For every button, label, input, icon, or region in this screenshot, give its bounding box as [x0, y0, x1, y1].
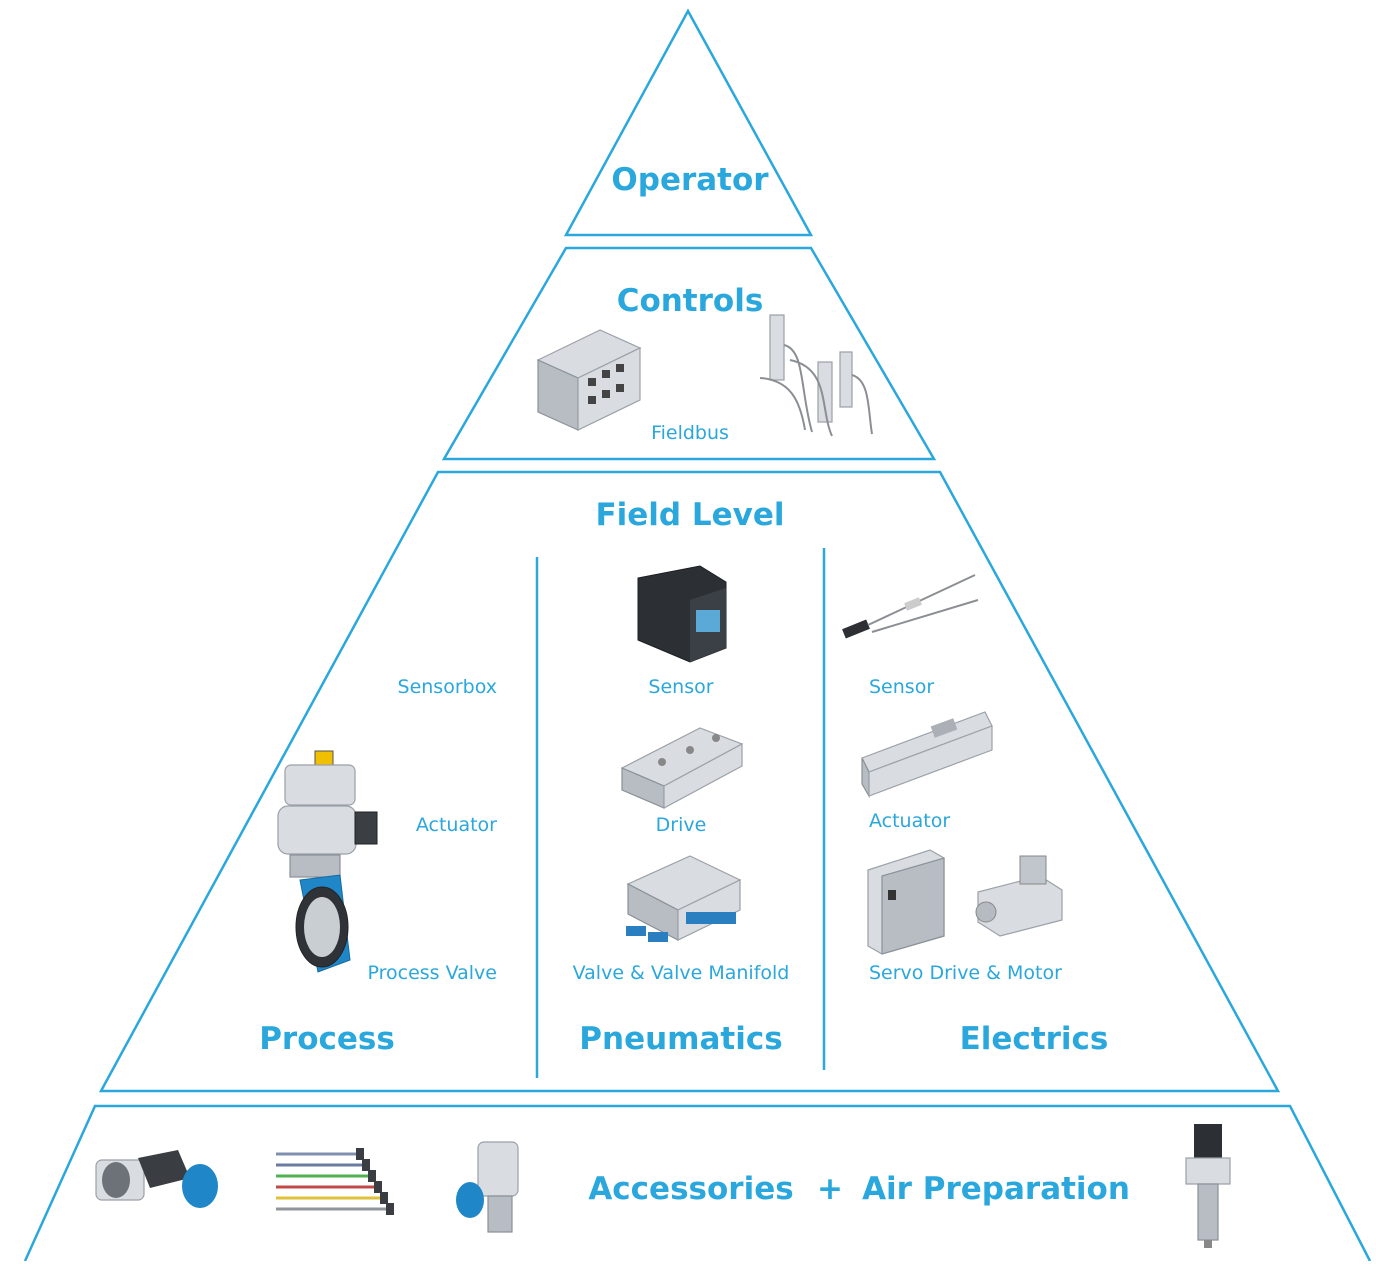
- pneumatics-valve-manifold-label: Valve & Valve Manifold: [573, 962, 790, 984]
- pneumatics-column-title: Pneumatics: [579, 1021, 782, 1057]
- electric-actuator-icon: [861, 711, 993, 799]
- process-actuator-label: Actuator: [416, 814, 497, 836]
- field-tier-outline: [98, 470, 1281, 1093]
- servo-drive-icon: [867, 849, 945, 955]
- filter-regulator-icon: [1185, 1124, 1231, 1248]
- sensor-connector-icon: [759, 314, 873, 437]
- electrics-sensor-label: Sensor: [869, 676, 934, 698]
- process-valve-label: Process Valve: [368, 962, 498, 984]
- field-level-title: Field Level: [595, 497, 784, 533]
- controls-tier-outline: [441, 246, 937, 461]
- air-preparation-title: Air Preparation: [862, 1171, 1130, 1207]
- base-tier-outline: [23, 1104, 1372, 1262]
- electrics-actuator-label: Actuator: [869, 810, 950, 832]
- operator-title: Operator: [611, 162, 769, 198]
- valve-manifold-icon: [626, 855, 742, 942]
- servo-motor-icon: [975, 855, 1063, 937]
- operator-tier-outline: [563, 8, 814, 237]
- fieldbus-label: Fieldbus: [651, 422, 729, 444]
- banjo-fitting-icon: [456, 1141, 519, 1233]
- controller-module-icon: [536, 329, 642, 431]
- process-column-title: Process: [259, 1021, 395, 1057]
- plus-sign: +: [817, 1171, 843, 1207]
- pneumatics-sensor-label: Sensor: [648, 676, 713, 698]
- electrics-column-title: Electrics: [960, 1021, 1109, 1057]
- elbow-fitting-icon: [95, 1150, 218, 1208]
- pressure-sensor-icon: [637, 565, 727, 663]
- controls-title: Controls: [617, 283, 764, 319]
- pneumatic-drive-icon: [620, 727, 744, 810]
- process-valve-actuator-icon: [277, 750, 378, 973]
- electrics-servo-label: Servo Drive & Motor: [869, 962, 1062, 984]
- proximity-sensor-icon: [842, 574, 979, 639]
- colored-cables-icon: [276, 1148, 394, 1215]
- process-sensorbox-label: Sensorbox: [398, 676, 497, 698]
- accessories-title: Accessories: [588, 1171, 793, 1207]
- pneumatics-drive-label: Drive: [656, 814, 707, 836]
